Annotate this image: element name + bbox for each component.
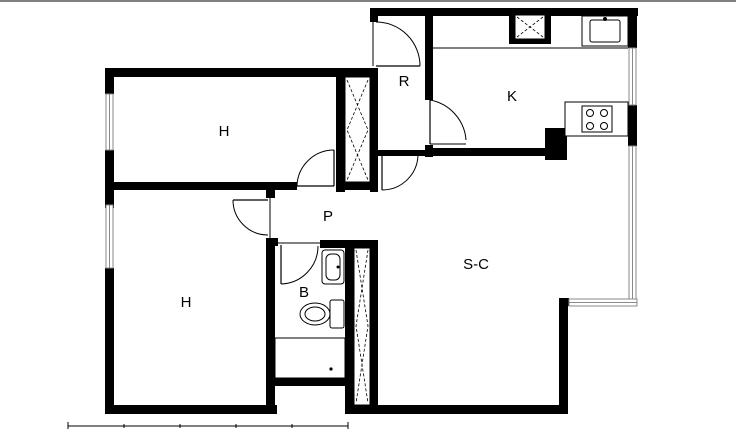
wall-north-storage-kitchen: [370, 8, 638, 16]
wall-bath-east: [345, 240, 354, 414]
wall-closet-east: [370, 68, 378, 192]
wall-kitchen-south: [425, 148, 565, 156]
wall-bath-south: [266, 378, 346, 386]
room-label-bedroom-top: H: [219, 123, 230, 140]
closet-top: [344, 76, 371, 183]
room-label-kitchen: K: [507, 88, 517, 105]
scale-bar: [67, 422, 349, 429]
wall-bedroom-bottom-south: [105, 405, 277, 414]
wall-kitchen-east-top: [628, 8, 637, 48]
closets: [344, 76, 371, 406]
wall-living-corner: [559, 298, 569, 306]
wall-bedroom-top-west-a: [105, 68, 114, 94]
wall-living-east-top: [628, 140, 637, 146]
wall-kitchen-east-mid: [628, 105, 637, 143]
wall-storage-south: [378, 150, 428, 156]
wall-living-south: [370, 405, 568, 414]
wall-bedroom-bottom-west-top: [105, 190, 114, 205]
room-label-bedroom-bottom: H: [181, 294, 192, 311]
wall-closet-south: [336, 182, 378, 190]
room-label-hall: P: [323, 208, 333, 225]
toilet-tank: [329, 299, 345, 329]
wall-storage-east: [425, 8, 433, 100]
wall-closet-west: [336, 68, 345, 192]
closet-bottom: [353, 247, 371, 406]
room-label-living: S-C: [463, 256, 489, 273]
walls: [105, 8, 638, 414]
room-label-storage: R: [399, 73, 410, 90]
wall-bedroom-top-south: [105, 182, 297, 190]
wall-closet2-south: [345, 405, 378, 414]
chimney-block: [545, 128, 567, 160]
room-labels: H H P B R K S-C: [181, 73, 517, 311]
wall-bedroom-bottom-east: [266, 238, 275, 414]
wall-bedroom-bottom-west: [105, 268, 114, 414]
wall-bath-north-a: [266, 238, 278, 246]
room-label-bathroom: B: [299, 284, 309, 301]
wall-storage-west-top: [370, 8, 378, 22]
wall-bedroom-top-west-b: [105, 150, 114, 208]
wall-living-east-low: [559, 298, 568, 414]
windows: [105, 47, 638, 307]
wall-bedroom-top-north: [105, 68, 377, 77]
wall-closet2-east: [370, 240, 378, 414]
fixtures: [274, 12, 629, 379]
wall-hall-stub: [266, 190, 275, 198]
shower: [274, 337, 346, 379]
doors: [232, 21, 467, 285]
